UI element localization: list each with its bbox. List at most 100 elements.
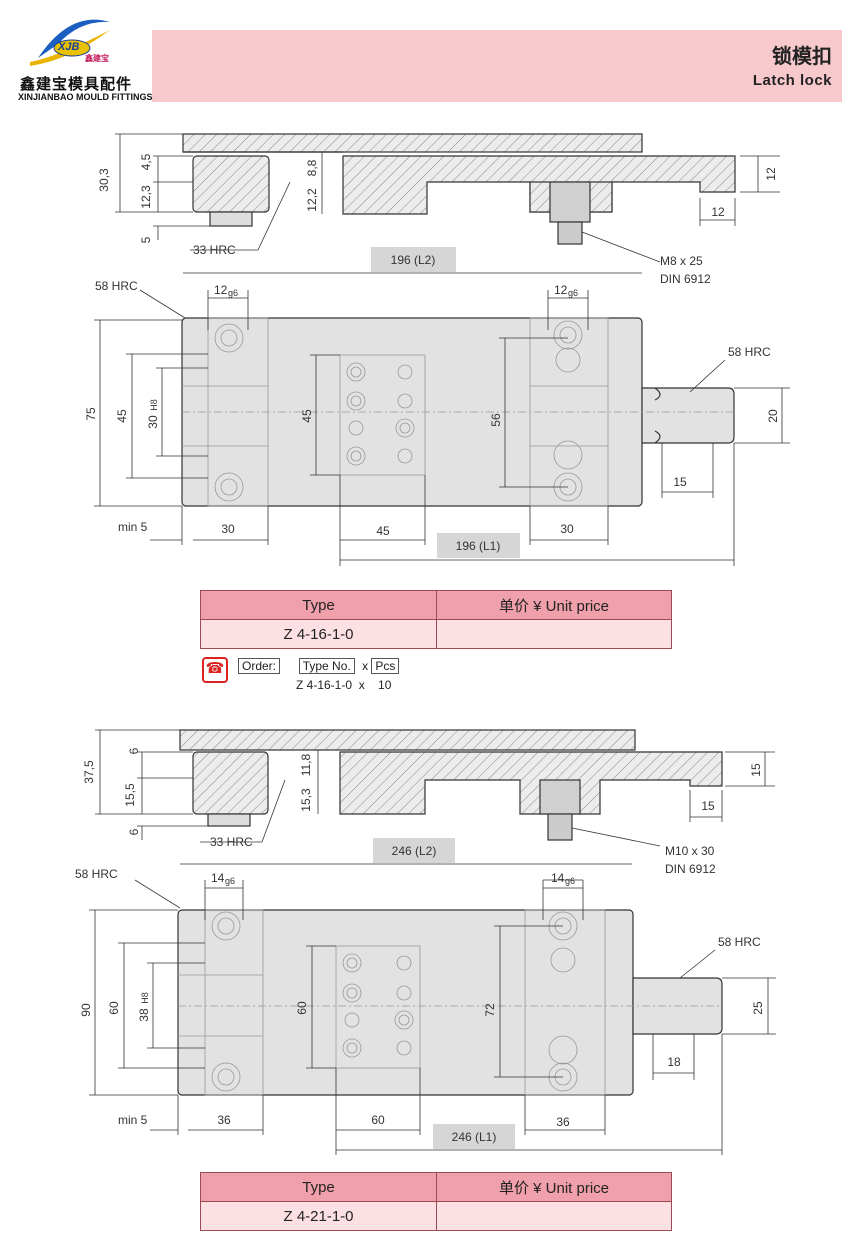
- logo-graphic: [30, 19, 110, 66]
- dim-12-2: 12,2: [305, 188, 319, 212]
- dim-6-bottom: 6: [127, 828, 141, 835]
- dim-38h8: 38: [137, 1008, 151, 1022]
- dim-60-bottom: 60: [371, 1113, 385, 1127]
- dim-30-left: 30: [221, 522, 235, 536]
- dim-45-bottom: 45: [376, 524, 390, 538]
- dim-15-right: 15: [749, 763, 763, 777]
- dim-8-8: 8,8: [305, 159, 319, 176]
- dim-6-top: 6: [127, 747, 141, 754]
- drawing-latch-16: 30,3 4,5 12,3 5 8,8 12,2 12 12 33 HRC M8…: [84, 133, 790, 566]
- label-din-2: DIN 6912: [665, 862, 716, 876]
- label-din: DIN 6912: [660, 272, 711, 286]
- page-title-en: Latch lock: [752, 72, 832, 89]
- dim-60: 60: [107, 1001, 121, 1015]
- order-info: Order: Type No. x Pcs: [238, 658, 403, 674]
- dim-14g6-right: 14: [551, 871, 565, 885]
- dim-56: 56: [489, 413, 503, 427]
- dim-15-3: 15,3: [299, 788, 313, 812]
- dim-g6-left-sub: g6: [228, 288, 238, 298]
- label-58hrc-right-2: 58 HRC: [718, 935, 761, 949]
- dim-l1: 196 (L1): [456, 539, 501, 553]
- top-view-2-dims: [89, 879, 776, 1155]
- order-example: Z 4-16-1-0 x 10: [296, 678, 391, 692]
- price-header-2: 单价 ¥ Unit price: [436, 1172, 672, 1202]
- top-view-1-dims: [94, 289, 790, 566]
- l1-box-2: [433, 1124, 515, 1149]
- dim-25: 25: [751, 1001, 765, 1015]
- order-x1: x: [362, 659, 369, 673]
- dim-g6-left-sub-2: g6: [225, 876, 235, 886]
- type-value-2: Z 4-21-1-0: [200, 1201, 437, 1231]
- dim-h8-2: H8: [140, 992, 150, 1004]
- dim-min5-2: min 5: [118, 1113, 148, 1127]
- banner: [152, 30, 842, 102]
- dim-30-right: 30: [560, 522, 574, 536]
- dim-30-3: 30,3: [97, 168, 111, 192]
- dim-min5: min 5: [118, 520, 148, 534]
- dim-l2: 196 (L2): [391, 253, 436, 267]
- side-view-2: [179, 729, 723, 841]
- price-header: 单价 ¥ Unit price: [436, 590, 672, 620]
- dim-30h8: 30: [146, 415, 160, 429]
- dim-45-mid: 45: [300, 409, 314, 423]
- label-58hrc-left-2: 58 HRC: [75, 867, 118, 881]
- l2-box: [371, 247, 456, 272]
- dim-15-5: 15,5: [123, 783, 137, 807]
- price-table-2: Type 单价 ¥ Unit price Z 4-21-1-0: [200, 1172, 672, 1231]
- phone-icon: ☎: [202, 657, 228, 683]
- dim-4-5: 4,5: [139, 153, 153, 170]
- dim-72: 72: [483, 1003, 497, 1017]
- top-view-2: [177, 909, 723, 1096]
- dim-5: 5: [139, 236, 153, 243]
- type-header: Type: [200, 590, 437, 620]
- dim-12-right: 12: [764, 167, 778, 181]
- order-x2: x: [358, 678, 365, 692]
- dim-12g6-left: 12: [214, 283, 228, 297]
- dim-18: 18: [667, 1055, 681, 1069]
- label-58hrc-right: 58 HRC: [728, 345, 771, 359]
- price-value-2: [436, 1201, 672, 1231]
- side-view-1-dims: [115, 133, 780, 263]
- dim-l1-2: 246 (L1): [452, 1130, 497, 1144]
- l2-box-2: [373, 838, 455, 863]
- price-table-1: Type 单价 ¥ Unit price Z 4-16-1-0: [200, 590, 672, 649]
- price-value: [436, 619, 672, 649]
- dim-g6-right-sub: g6: [568, 288, 578, 298]
- order-pcs: Pcs: [371, 658, 400, 674]
- dim-15: 15: [673, 475, 687, 489]
- label-bolt-2: M10 x 30: [665, 844, 715, 858]
- dim-90: 90: [79, 1003, 93, 1017]
- order-example-type: Z 4-16-1-0: [296, 678, 353, 692]
- top-view-2-detail: [178, 909, 722, 1096]
- dim-h8: H8: [149, 399, 159, 411]
- dim-60-mid: 60: [295, 1001, 309, 1015]
- dim-20: 20: [766, 409, 780, 423]
- side-view-2-dims: [95, 729, 775, 847]
- dim-g6-right-sub-2: g6: [565, 876, 575, 886]
- dim-12g6-right: 12: [554, 283, 568, 297]
- dim-14g6-left: 14: [211, 871, 225, 885]
- dim-12-bottom: 12: [711, 205, 725, 219]
- logo-english-name: XINJIANBAO MOULD FITTINGS: [18, 92, 153, 102]
- l1-box: [437, 533, 520, 558]
- label-33hrc-2: 33 HRC: [210, 835, 253, 849]
- dim-12-3: 12,3: [139, 185, 153, 209]
- dim-37-5: 37,5: [82, 760, 96, 784]
- page-title-cn: 锁模扣: [772, 44, 832, 68]
- side-view-1: [182, 133, 736, 245]
- label-bolt: M8 x 25: [660, 254, 703, 268]
- dim-36-left: 36: [217, 1113, 231, 1127]
- dim-l2-2: 246 (L2): [392, 844, 437, 858]
- logo-chinese-name: 鑫建宝模具配件: [20, 75, 133, 93]
- type-header-2: Type: [200, 1172, 437, 1202]
- type-value: Z 4-16-1-0: [200, 619, 437, 649]
- dim-15-bottom: 15: [701, 799, 715, 813]
- logo-badge: 鑫建宝: [85, 54, 109, 63]
- order-label: Order:: [238, 658, 281, 674]
- top-view-1-detail: [182, 317, 734, 507]
- order-example-qty: 10: [378, 678, 392, 692]
- label-58hrc-left: 58 HRC: [95, 279, 138, 293]
- logo-mark: XJB: [58, 41, 80, 53]
- dim-75: 75: [84, 407, 98, 421]
